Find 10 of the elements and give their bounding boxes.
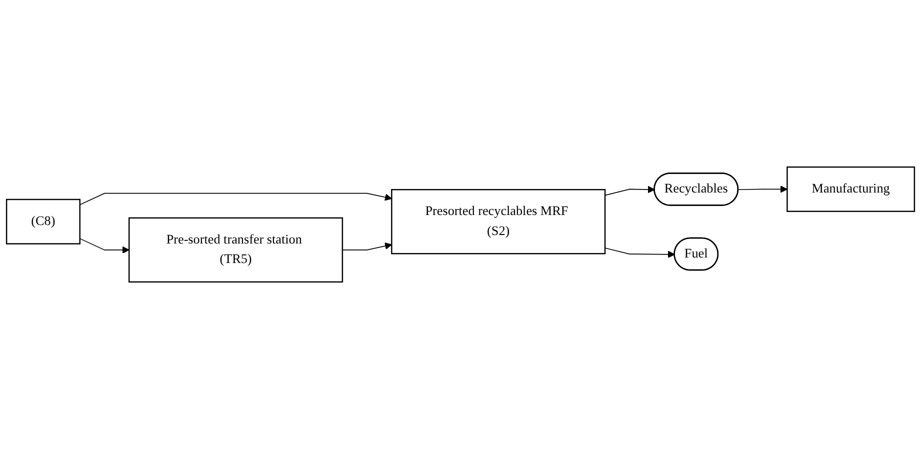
node-box: Manufacturing [786,166,916,212]
arrow [79,192,392,206]
arrow [738,186,788,193]
node-box: (C8) [6,198,80,244]
arrow [604,248,676,258]
node-box: Pre-sorted transfer station (TR5) [128,217,344,283]
arrow [342,242,392,250]
arrow [79,238,130,254]
arrow [604,186,655,196]
node-box: Presorted recyclables MRF (S2) [391,189,606,254]
